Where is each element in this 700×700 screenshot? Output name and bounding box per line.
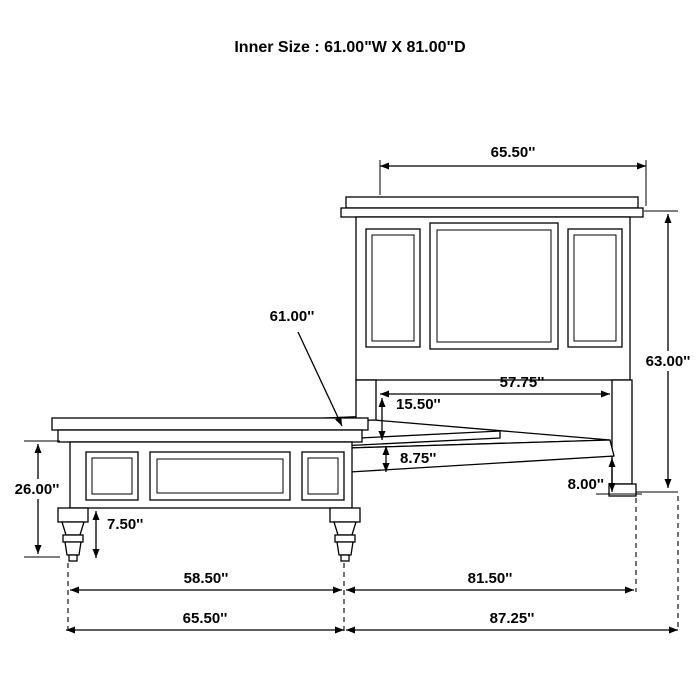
bed-drawing	[51, 196, 644, 562]
label-overall-height-mask	[639, 351, 697, 371]
label-footboard-leg-height: 7.50''	[107, 516, 143, 533]
label-footboard-width: 65.50''	[183, 610, 228, 627]
footboard	[51, 417, 369, 562]
footboard-panel-right	[301, 451, 345, 501]
footboard-panel-right-inner	[307, 457, 339, 495]
footboard-leg-left-tip	[68, 554, 78, 562]
label-footboard-inner-span: 58.50''	[184, 570, 229, 587]
headboard-panel-right	[567, 228, 623, 348]
footboard-panel-left-inner	[91, 457, 133, 495]
footboard-leg-left-block	[57, 507, 89, 523]
projection-lines	[67, 496, 679, 634]
footboard-cap-molding	[57, 429, 363, 443]
headboard-panel-center	[429, 222, 559, 350]
headboard-panel-center-inner	[436, 229, 552, 343]
label-headboard-inner-width: 57.75''	[500, 374, 545, 391]
footboard-leg-left-taper	[61, 521, 85, 536]
label-overall-height: 63.00''	[646, 353, 691, 370]
footboard-leg-right	[329, 507, 361, 562]
label-inner-width: 61.00''	[270, 308, 315, 325]
footboard-leg-right-taper	[333, 521, 357, 536]
footboard-panel-center	[149, 451, 291, 501]
footboard-panel-left	[85, 451, 139, 501]
footboard-leg-right-ring	[334, 534, 356, 543]
label-footboard-height-mask	[6, 479, 68, 499]
headboard-panel-right-inner	[573, 234, 617, 342]
leader-inner-width	[297, 331, 343, 427]
headboard-panel-left	[365, 228, 421, 348]
label-footboard-height: 26.00''	[15, 481, 60, 498]
footboard-leg-left-bun	[64, 541, 82, 556]
label-rail-span: 81.50''	[468, 570, 513, 587]
headboard-cap-top	[345, 196, 639, 209]
headboard	[340, 196, 644, 497]
headboard-leg-right	[611, 379, 633, 485]
footboard-leg-left-ring	[62, 534, 84, 543]
headboard-panel-left-inner	[371, 234, 415, 342]
footboard-leg-left	[57, 507, 89, 562]
footboard-leg-right-bun	[336, 541, 354, 556]
extension-lines	[24, 160, 678, 558]
label-overall-depth: 87.25''	[490, 610, 535, 627]
footboard-cap-top	[51, 417, 369, 431]
footboard-leg-right-tip	[340, 554, 350, 562]
headboard-cap-molding	[340, 207, 644, 218]
label-rail-height: 8.75''	[400, 450, 436, 467]
label-headboard-leg-height: 8.00''	[568, 476, 604, 493]
inner-size-title: Inner Size : 61.00"W X 81.00"D	[234, 39, 465, 56]
footboard-panel-center-inner	[156, 458, 284, 494]
label-headboard-width: 65.50''	[491, 144, 536, 161]
label-panel-to-rail: 15.50''	[396, 396, 441, 413]
footboard-leg-right-block	[329, 507, 361, 523]
dimension-labels: 65.50'' 63.00'' 61.00'' 57.75'' 15.50'' …	[6, 144, 697, 627]
